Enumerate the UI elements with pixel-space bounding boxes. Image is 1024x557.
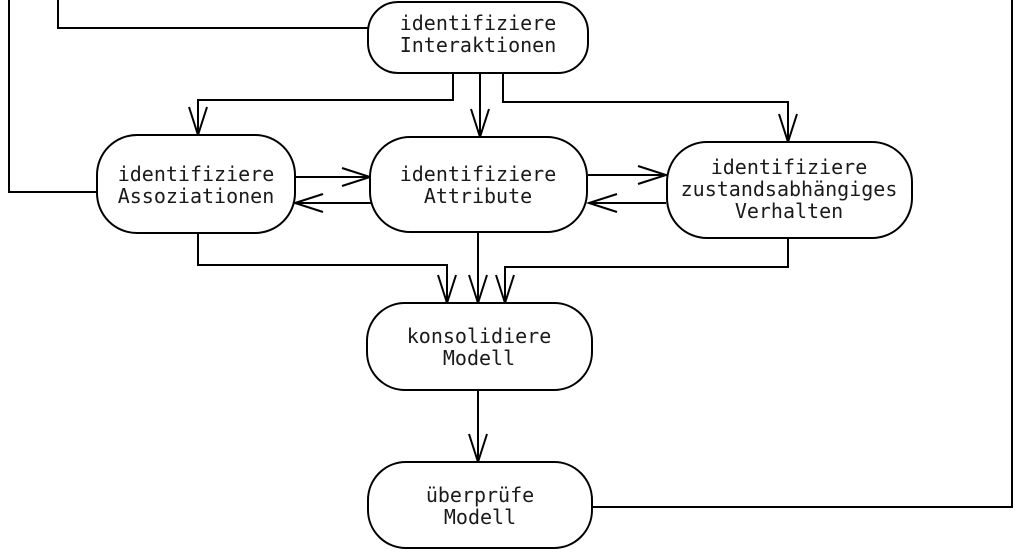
edge-interaktionen-to-verhalten — [502, 73, 789, 141]
edge-layer — [8, 0, 1013, 508]
arrowhead-right-icon — [637, 165, 670, 185]
node-identifiziere-zustandsabhaengiges-verhalten: identifiziere zustandsabhängiges Verhalt… — [666, 141, 913, 239]
edge-topedge-to-interaktionen — [57, 0, 372, 29]
node-label: Verhalten — [735, 199, 843, 223]
arrowhead-left-icon — [585, 193, 618, 213]
edge-assoziationen-to-konsolidiere — [197, 233, 448, 302]
node-label: Attribute — [424, 184, 532, 208]
node-label: identifiziere — [711, 155, 868, 179]
node-identifiziere-assoziationen: identifiziere Assoziationen — [96, 134, 296, 234]
edge-ueberpruefe-to-topedge — [592, 0, 1013, 508]
edge-interaktionen-to-assoziationen — [197, 73, 454, 134]
edge-verhalten-to-konsolidiere — [504, 238, 789, 302]
node-shape — [96, 134, 296, 234]
node-shape — [367, 461, 593, 549]
node-identifiziere-interaktionen: identifiziere Interaktionen — [367, 1, 589, 74]
node-konsolidiere-modell: konsolidiere Modell — [366, 302, 593, 391]
arrowhead-left-icon — [291, 193, 324, 213]
node-ueberpruefe-modell: überprüfe Modell — [367, 461, 593, 549]
node-label: identifiziere — [118, 162, 275, 186]
node-shape — [366, 302, 593, 391]
node-label: überprüfe — [426, 483, 534, 507]
node-shape — [666, 141, 913, 239]
node-identifiziere-attribute: identifiziere Attribute — [369, 136, 588, 233]
node-label: konsolidiere — [407, 324, 552, 348]
node-label: Modell — [444, 505, 516, 529]
node-label: Interaktionen — [400, 33, 557, 57]
node-label: Modell — [443, 346, 515, 370]
node-label: identifiziere — [400, 162, 557, 186]
node-label: zustandsabhängiges — [681, 177, 898, 201]
node-label: Assoziationen — [118, 184, 275, 208]
node-shape — [367, 1, 589, 74]
node-label: identifiziere — [400, 11, 557, 35]
edge-topedge-to-assoziationen — [8, 0, 99, 193]
node-shape — [369, 136, 588, 233]
